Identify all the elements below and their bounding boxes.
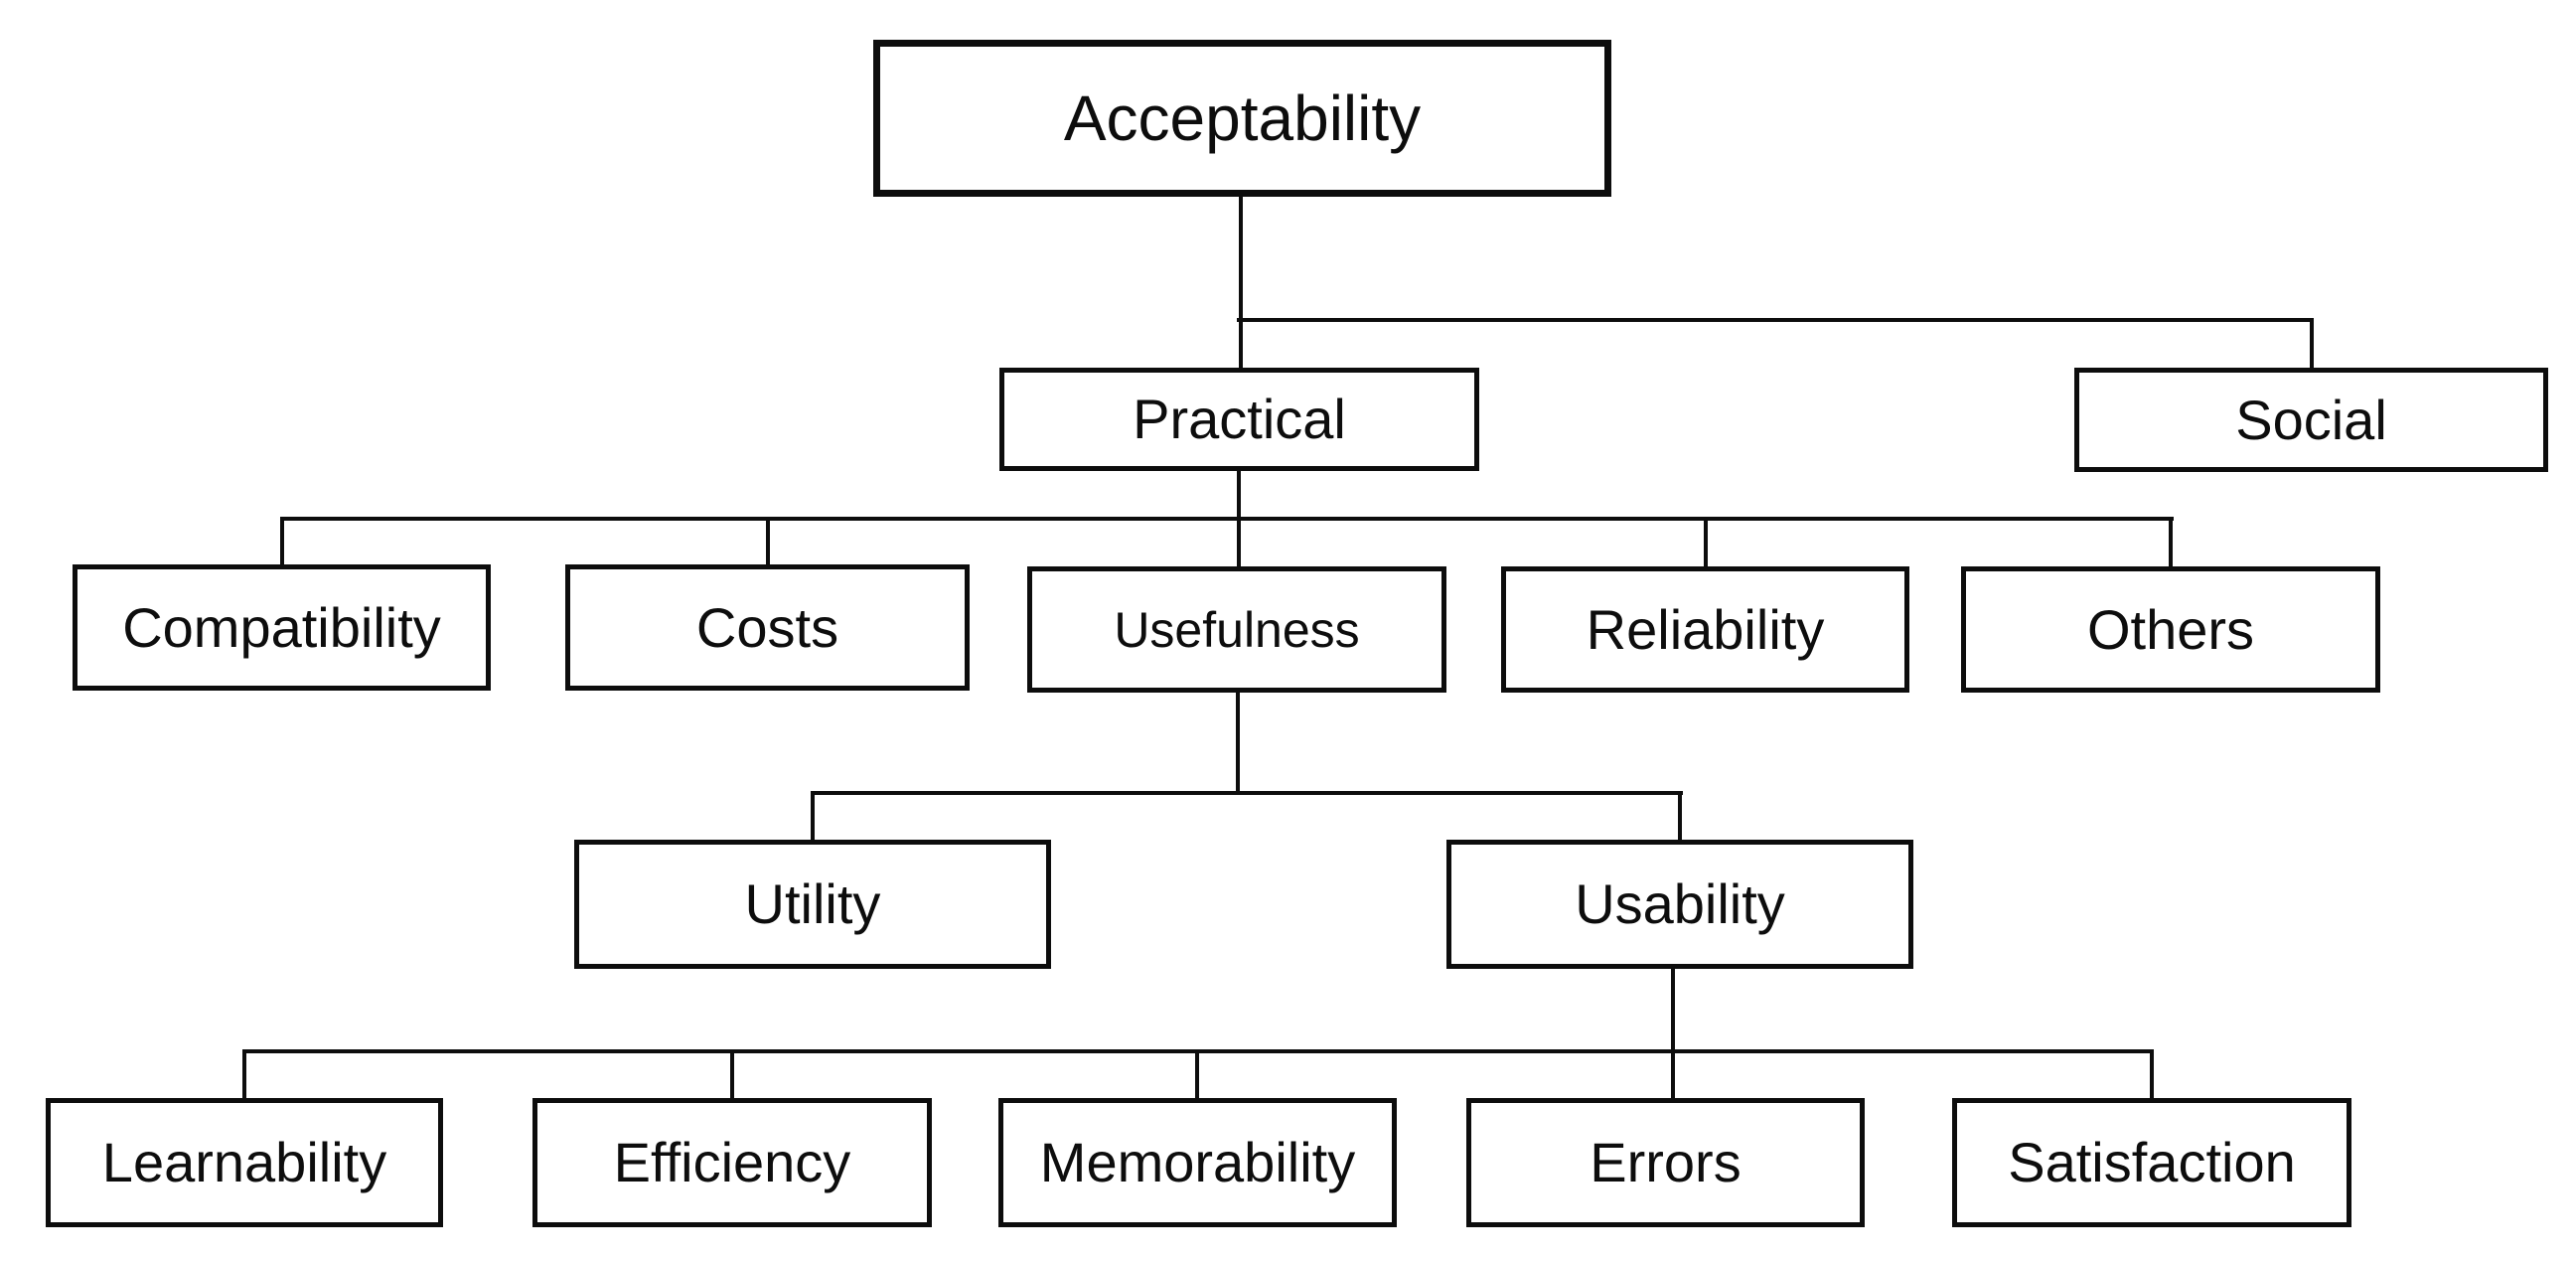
connector-others-drop — [2169, 521, 2173, 566]
connector-usefulness-stem — [1236, 693, 1240, 793]
node-usability: Usability — [1446, 840, 1913, 969]
node-reliability: Reliability — [1501, 566, 1909, 693]
node-costs-label: Costs — [695, 595, 839, 659]
connector-usability-drop — [1678, 795, 1682, 840]
node-utility-label: Utility — [744, 872, 881, 935]
node-usability-label: Usability — [1575, 872, 1785, 935]
node-memorability: Memorability — [998, 1098, 1397, 1227]
node-practical: Practical — [999, 368, 1479, 471]
node-others-label: Others — [2086, 597, 2255, 661]
connector-learnability-drop — [242, 1053, 246, 1098]
node-others: Others — [1961, 566, 2380, 693]
node-efficiency: Efficiency — [532, 1098, 932, 1227]
node-usefulness: Usefulness — [1027, 566, 1446, 693]
connector-level4-rail — [811, 791, 1683, 795]
node-errors: Errors — [1466, 1098, 1865, 1227]
node-utility: Utility — [574, 840, 1051, 969]
connector-level2-rail — [1237, 318, 2314, 322]
node-learnability: Learnability — [46, 1098, 443, 1227]
node-satisfaction: Satisfaction — [1952, 1098, 2351, 1227]
connector-usability-stem — [1671, 969, 1675, 1098]
node-costs: Costs — [565, 564, 970, 691]
node-reliability-label: Reliability — [1586, 597, 1825, 661]
connector-costs-drop — [766, 521, 770, 564]
connector-reliability-drop — [1704, 521, 1708, 566]
connector-level5-rail — [242, 1049, 2154, 1053]
node-practical-label: Practical — [1133, 388, 1346, 450]
node-learnability-label: Learnability — [101, 1131, 387, 1193]
node-usefulness-label: Usefulness — [1114, 601, 1360, 658]
node-acceptability-label: Acceptability — [1063, 82, 1422, 154]
connector-utility-drop — [811, 795, 815, 840]
connector-acceptability-stem — [1239, 196, 1243, 368]
node-efficiency-label: Efficiency — [613, 1131, 851, 1193]
connector-satisfaction-drop — [2150, 1053, 2154, 1098]
connector-efficiency-drop — [730, 1053, 734, 1098]
node-memorability-label: Memorability — [1039, 1131, 1356, 1193]
node-acceptability: Acceptability — [873, 40, 1611, 197]
node-social-label: Social — [2235, 388, 2387, 451]
connector-level3-rail — [280, 517, 2174, 521]
connector-compatibility-drop — [280, 521, 284, 564]
node-satisfaction-label: Satisfaction — [2008, 1131, 2296, 1193]
node-social: Social — [2074, 368, 2548, 472]
connector-social-drop — [2310, 322, 2314, 368]
connector-memorability-drop — [1195, 1053, 1199, 1098]
node-compatibility-label: Compatibility — [122, 595, 441, 659]
node-errors-label: Errors — [1590, 1131, 1742, 1193]
node-compatibility: Compatibility — [73, 564, 491, 691]
